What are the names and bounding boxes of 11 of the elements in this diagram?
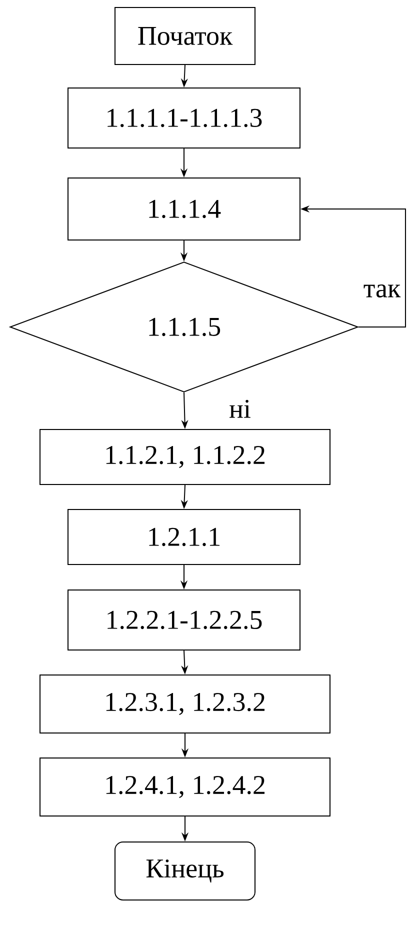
process-box: 1.2.3.1, 1.2.3.2 — [40, 674, 330, 734]
edge-label: ні — [228, 398, 252, 419]
process-box: 1.1.1.4 — [68, 178, 300, 240]
process-box: 1.2.2.1-1.2.2.5 — [68, 590, 300, 650]
process-box: 1.1.1.1-1.1.1.3 — [68, 88, 300, 148]
process-box: Початок — [114, 7, 256, 65]
process-box: 1.2.4.1, 1.2.4.2 — [40, 758, 330, 816]
process-box: 1.2.1.1 — [68, 509, 300, 565]
process-box: 1.1.2.1, 1.1.2.2 — [40, 429, 330, 485]
terminal-box: Кінець — [114, 841, 256, 900]
edge-label: так — [362, 284, 402, 298]
